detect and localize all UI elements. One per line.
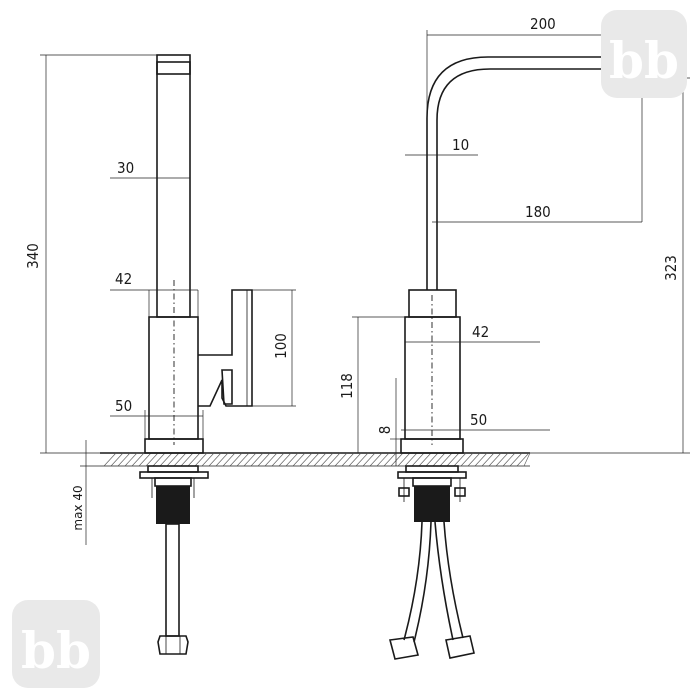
- hatch-line: [180, 452, 194, 467]
- hatch-line: [187, 452, 201, 467]
- hatch-line: [488, 452, 502, 467]
- hatch-line: [355, 452, 369, 467]
- dim-tube-diameter: 10: [452, 136, 469, 154]
- hatch-line: [159, 452, 173, 467]
- dim-body-height: 118: [338, 373, 356, 399]
- dim-handle-height: 100: [272, 333, 290, 359]
- hatch-line: [516, 452, 530, 467]
- hatch-line: [334, 452, 348, 467]
- hatch-line: [474, 452, 488, 467]
- hatch-line: [362, 452, 376, 467]
- dim-max-mount: max 40: [71, 485, 85, 530]
- hatch-line: [404, 452, 418, 467]
- hatch-line: [348, 452, 362, 467]
- dim-body-width: 42: [115, 270, 132, 288]
- hatch-line: [460, 452, 474, 467]
- hatch-line: [257, 452, 271, 467]
- dim-spout-width: 30: [117, 159, 134, 177]
- hatch-line: [509, 452, 523, 467]
- dim-base-thickness: 8: [376, 426, 394, 435]
- hatch-line: [299, 452, 313, 467]
- hatch-line: [432, 452, 446, 467]
- hatch-line: [229, 452, 243, 467]
- hatch-line: [201, 452, 215, 467]
- logo-text-top: bb: [609, 31, 679, 90]
- hatch-line: [397, 452, 411, 467]
- side-view-dimensions: 340 30 42 100 50 max 40: [24, 54, 296, 545]
- hatch-line: [495, 452, 509, 467]
- hatch-line: [243, 452, 257, 467]
- hatch-line: [103, 452, 117, 467]
- hatch-line: [327, 452, 341, 467]
- hatch-line: [124, 452, 138, 467]
- hatch-line: [502, 452, 516, 467]
- hatch-line: [152, 452, 166, 467]
- hatch-line: [117, 452, 131, 467]
- hatch-line: [418, 452, 432, 467]
- hatch-line: [236, 452, 250, 467]
- hatch-line: [313, 452, 327, 467]
- faucet-front-view: [388, 56, 658, 660]
- hatch-line: [439, 452, 453, 467]
- hatch-line: [523, 452, 531, 467]
- hatch-line: [292, 452, 306, 467]
- dim-front-base-width: 50: [470, 411, 487, 429]
- dim-spout-reach: 200: [530, 15, 556, 33]
- hatch-line: [208, 452, 222, 467]
- hatch-line: [453, 452, 467, 467]
- hatch-line: [390, 452, 404, 467]
- hatch-line: [194, 452, 208, 467]
- hatch-line: [110, 452, 124, 467]
- hatch-line: [271, 452, 285, 467]
- hatch-line: [341, 452, 355, 467]
- dim-total-height: 340: [24, 243, 42, 269]
- dim-outlet-reach: 180: [525, 203, 551, 221]
- dim-front-body-width: 42: [472, 323, 489, 341]
- hatch-line: [250, 452, 264, 467]
- hatch-line: [369, 452, 383, 467]
- hatch-line: [306, 452, 320, 467]
- hatch-line: [222, 452, 236, 467]
- hatch-line: [446, 452, 460, 467]
- hatch-line: [131, 452, 145, 467]
- hatch-line: [320, 452, 334, 467]
- hatch-line: [145, 452, 159, 467]
- hatch-line: [383, 452, 397, 467]
- brand-logo-top: bb: [601, 10, 687, 98]
- faucet-side-view: [139, 54, 253, 655]
- hatch-line: [376, 452, 390, 467]
- brand-logo-bottom: bb: [12, 600, 100, 688]
- hatch-line: [411, 452, 425, 467]
- hatch-line: [481, 452, 495, 467]
- hatch-line: [166, 452, 180, 467]
- hatch-line: [285, 452, 299, 467]
- dim-base-width: 50: [115, 397, 132, 415]
- hatch-line: [467, 452, 481, 467]
- countertop: [100, 452, 531, 467]
- countertop-hatching: [103, 452, 531, 467]
- hatch-line: [215, 452, 229, 467]
- hatch-line: [173, 452, 187, 467]
- hatch-line: [425, 452, 439, 467]
- hatch-line: [138, 452, 152, 467]
- hatch-line: [278, 452, 292, 467]
- hatch-line: [264, 452, 278, 467]
- logo-text-bottom: bb: [21, 621, 91, 680]
- dim-outlet-height: 323: [662, 255, 680, 281]
